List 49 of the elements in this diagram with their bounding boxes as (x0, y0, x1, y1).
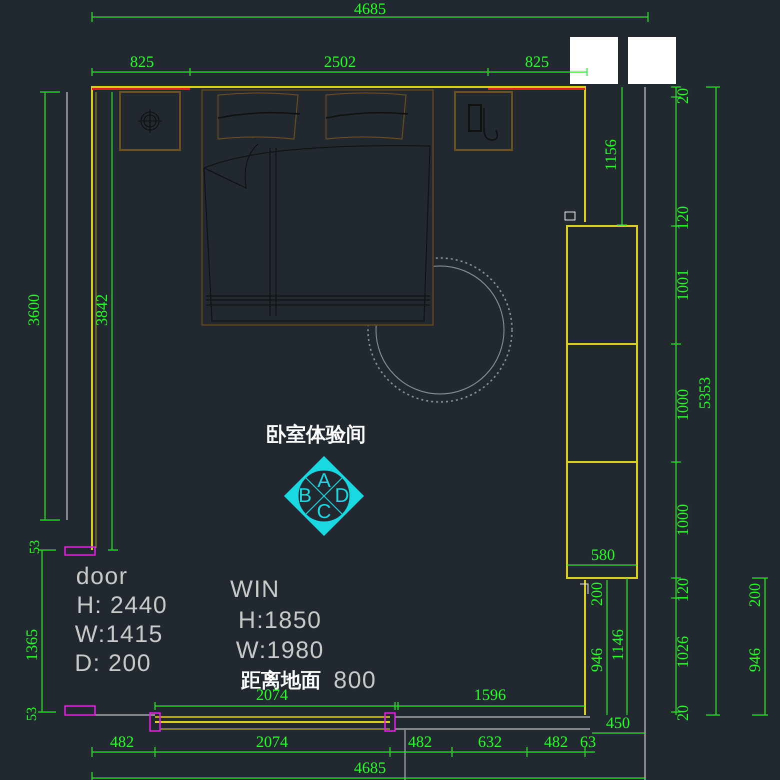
room-label: 距离地面 (241, 671, 321, 691)
symbol-letter: B (298, 486, 312, 506)
dimension-text: 482 (110, 735, 134, 751)
dimension-text: 1026 (676, 636, 692, 668)
annotation-text: door (76, 565, 128, 589)
dimension-text: 4685 (354, 2, 386, 18)
dimension-text: 120 (676, 578, 692, 602)
dimension-text: 200 (748, 583, 764, 607)
annotation-text: W:1980 (236, 639, 324, 663)
annotation-text: H:1850 (238, 609, 322, 633)
dimension-text: 20 (676, 88, 692, 104)
symbol-letter: D (334, 486, 350, 506)
dimension-text: 2502 (324, 55, 356, 71)
dimension-text: 482 (544, 735, 568, 751)
dimension-text: 3842 (95, 294, 111, 326)
annotation-text: 800 (333, 669, 377, 693)
dimension-text: 1365 (25, 629, 41, 661)
dimension-text: 825 (130, 55, 154, 71)
annotation-text: W:1415 (74, 623, 164, 647)
dimension-text: 1000 (676, 389, 692, 421)
dimension-text: 482 (408, 735, 432, 751)
dimension-text: 20 (676, 705, 692, 721)
dimension-text: 1156 (604, 139, 620, 171)
dimension-text: 3600 (27, 294, 43, 326)
dimension-text: 200 (590, 582, 606, 606)
dimension-text: 946 (748, 648, 764, 672)
dimension-text: 5353 (698, 377, 714, 409)
dimension-text: 120 (676, 206, 692, 230)
dimension-text: 53 (26, 707, 40, 721)
dimension-text: 450 (606, 716, 630, 732)
dimension-text: 1146 (611, 629, 627, 661)
symbol-letter: C (316, 502, 332, 522)
dimension-text: 2074 (256, 735, 288, 751)
dimension-text: 4685 (354, 761, 386, 777)
dimension-text: 632 (478, 735, 502, 751)
dimension-text: 1001 (676, 269, 692, 301)
dimension-text: 63 (580, 735, 596, 751)
dimension-text: 2074 (256, 688, 288, 704)
symbol-letter: A (317, 471, 331, 491)
dimension-text: 1000 (676, 504, 692, 536)
annotation-text: H: 2440 (76, 594, 168, 618)
annotation-text: WIN (230, 578, 280, 602)
dimension-text: 825 (525, 55, 549, 71)
dimension-text: 1596 (474, 688, 506, 704)
dimension-text: 53 (29, 540, 43, 554)
dimension-text: 580 (591, 548, 615, 564)
annotation-text: D: 200 (74, 652, 152, 676)
dimension-text: 946 (590, 648, 606, 672)
room-label: 卧室体验间 (266, 425, 366, 445)
